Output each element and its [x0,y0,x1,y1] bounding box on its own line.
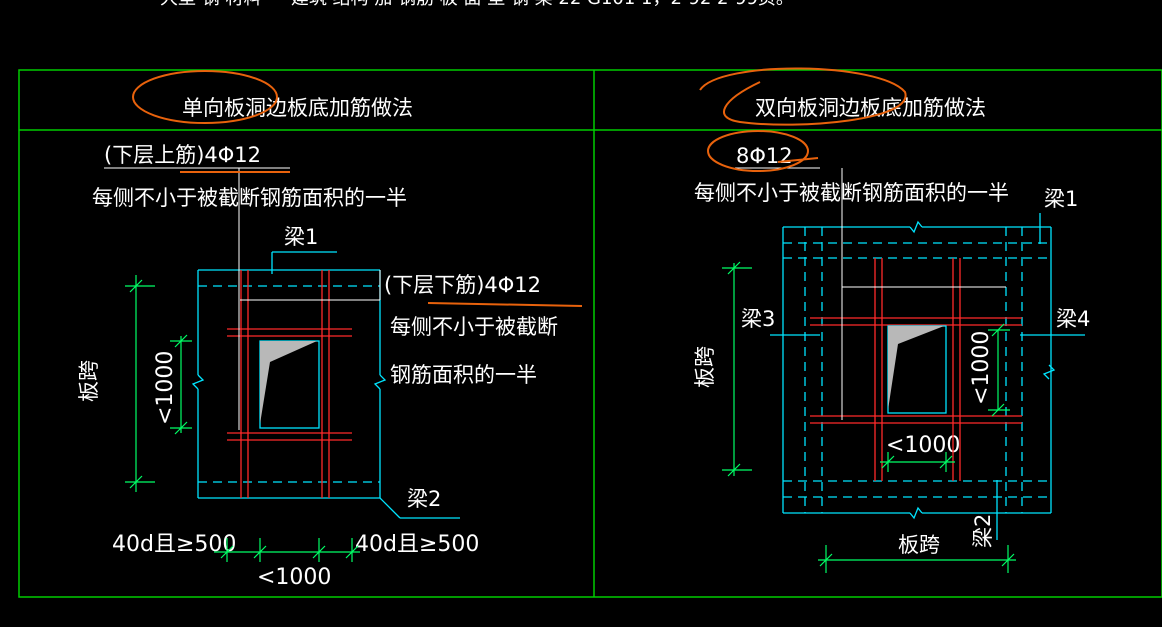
right-hole-section-fill [888,326,944,410]
left-beams [191,251,460,519]
left-leaders [104,167,381,430]
left-beam-bottom-label: 梁2 [407,487,441,511]
left-lower-note-line1: 每侧不小于被截断 [390,315,558,339]
left-upper-rebar-label: (下层上筋)4Φ12 [104,143,261,167]
left-panel-title: 单向板洞边板底加筋做法 [182,96,413,120]
top-truncated-text: 大型 钢 材料 一 建筑 结构 加 钢筋 板 面 型 钢 梁 22 G101 1… [160,0,794,9]
left-beam-top-label: 梁1 [284,225,318,249]
left-hole-width-label: <1000 [257,565,331,590]
right-beam4-label: 梁4 [1056,307,1090,331]
right-note: 每侧不小于被截断钢筋面积的一半 [694,181,1009,205]
left-anchor-left-label: 40d且≥500 [112,532,236,557]
right-leaders [735,167,1006,420]
left-lower-rebar-label: (下层下筋)4Φ12 [384,273,541,297]
right-hole-height-label: <1000 [969,331,994,405]
right-span-v-label: 板跨 [693,346,717,388]
right-beams [770,213,1085,540]
left-anchor-right-label: 40d且≥500 [355,532,479,557]
right-rebars [810,258,1022,481]
left-hole-section-fill [260,341,317,424]
right-dimensions [722,261,1016,573]
right-span-h-label: 板跨 [898,533,940,557]
right-hole-width-label: <1000 [886,433,960,458]
right-beam2-label: 梁2 [971,514,995,548]
left-upper-note: 每侧不小于被截断钢筋面积的一半 [92,186,407,210]
left-hole-height-label: <1000 [153,351,178,425]
right-beam3-label: 梁3 [741,307,775,331]
left-detail: (下层上筋)4Φ12 每侧不小于被截断钢筋面积的一半 梁1 (下层下筋)4Φ12… [77,70,583,590]
left-orange-annotations [132,70,583,307]
left-lower-note-line2: 钢筋面积的一半 [390,363,537,387]
left-rebars [227,270,352,498]
drawing-frame [18,69,1162,598]
left-span-label: 板跨 [77,360,101,402]
right-detail: 8Φ12 每侧不小于被截断钢筋面积的一半 梁1 梁3 梁4 梁2 板跨 板跨 <… [693,67,1090,573]
frame-outer-border [18,69,1162,598]
right-beam1-label: 梁1 [1044,187,1078,211]
right-rebar-label: 8Φ12 [736,144,793,168]
right-orange-annotations [699,67,907,172]
left-dimensions [125,275,360,562]
